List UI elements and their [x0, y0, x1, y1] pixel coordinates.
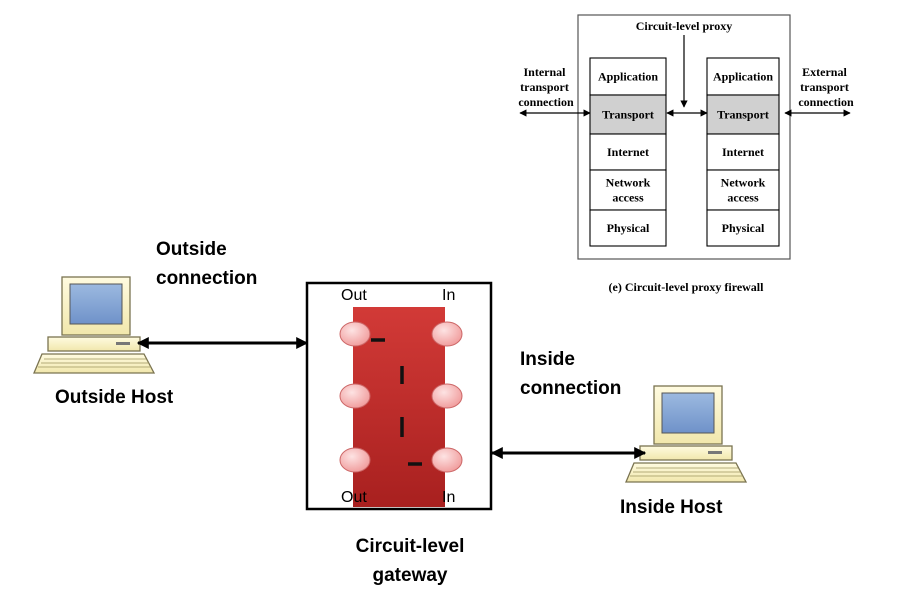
internal-connection-label: Internal transport connection	[518, 65, 574, 109]
gateway-ports	[339, 321, 463, 473]
external-connection-label: External transport connection	[798, 65, 854, 109]
left-stack-layer-label: Physical	[607, 221, 650, 235]
outside-connection-label: Outside connection	[156, 239, 258, 289]
proxy-caption: (e) Circuit-level proxy firewall	[609, 280, 765, 294]
right-stack-layer-box	[706, 169, 780, 211]
right-stack-layer-box	[706, 209, 780, 247]
port-out-top	[339, 321, 371, 347]
proxy-top-label: Circuit-level proxy	[636, 19, 733, 33]
gateway-top-out-label: Out	[341, 287, 367, 304]
right-stack-layer-label: Transport	[717, 108, 769, 122]
port-out-bottom	[339, 447, 371, 473]
port-in-bottom	[431, 447, 463, 473]
right-stack-layer-label: Internet	[722, 145, 764, 159]
port-in-top	[431, 321, 463, 347]
inside-connection-label: Inside connection	[520, 349, 622, 399]
left-stack-layer-box	[589, 209, 667, 247]
gateway-top-in-label: In	[442, 287, 456, 304]
gateway-bottom-in-label: In	[442, 489, 456, 506]
left-stack-layer-label: Application	[598, 70, 658, 84]
right-stack-layer-label: Physical	[722, 221, 765, 235]
right-stack-layer-label: Application	[713, 70, 773, 84]
outside-host-label: Outside Host	[55, 387, 174, 408]
port-in-middle	[431, 383, 463, 409]
right-stack-layer-box	[706, 133, 780, 171]
right-stack-layer-box	[706, 57, 780, 96]
outside-host-computer-icon	[33, 276, 155, 374]
left-stack-layer-label: Internet	[607, 145, 649, 159]
right-stack-layer-box	[706, 94, 780, 135]
port-out-middle	[339, 383, 371, 409]
left-stack-layer-box	[589, 169, 667, 211]
left-stack-layer-box	[589, 57, 667, 96]
left-stack-layer-label: Transport	[602, 108, 654, 122]
gateway-caption: Circuit-level gateway	[355, 536, 465, 586]
proxy-firewall-figure: Circuit-level proxy Internal transport c…	[518, 14, 854, 294]
inside-host-label: Inside Host	[620, 497, 723, 518]
gateway-circuit-path	[371, 338, 422, 466]
left-stack-layer-box	[589, 133, 667, 171]
inside-host-computer-icon	[625, 385, 747, 483]
gateway-bottom-out-label: Out	[341, 489, 367, 506]
